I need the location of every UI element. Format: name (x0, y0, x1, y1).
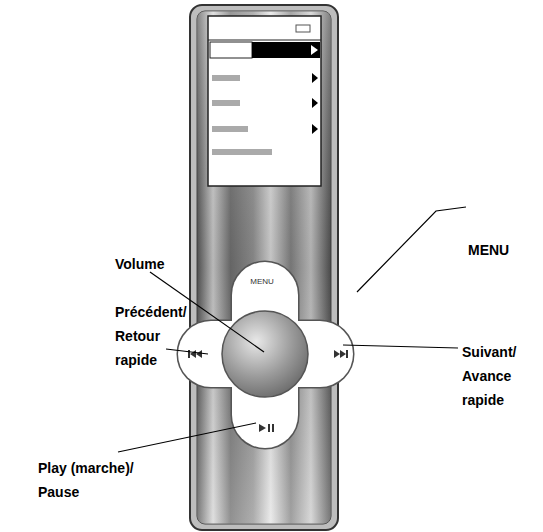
callout-label: Volume (115, 252, 205, 276)
callout-label: Précédent/ Retour rapide (115, 300, 205, 372)
callout-label: Play (marche)/ Pause (38, 456, 156, 504)
player-body (190, 5, 338, 530)
screen (208, 16, 321, 186)
callout-label: MENU (468, 238, 538, 262)
leader-lines (118, 207, 466, 452)
callout-label: Suivant/ Avance rapide (462, 340, 540, 412)
button-marking: MENU (242, 277, 282, 287)
control-wheel (178, 262, 353, 448)
button-icons (188, 350, 348, 432)
